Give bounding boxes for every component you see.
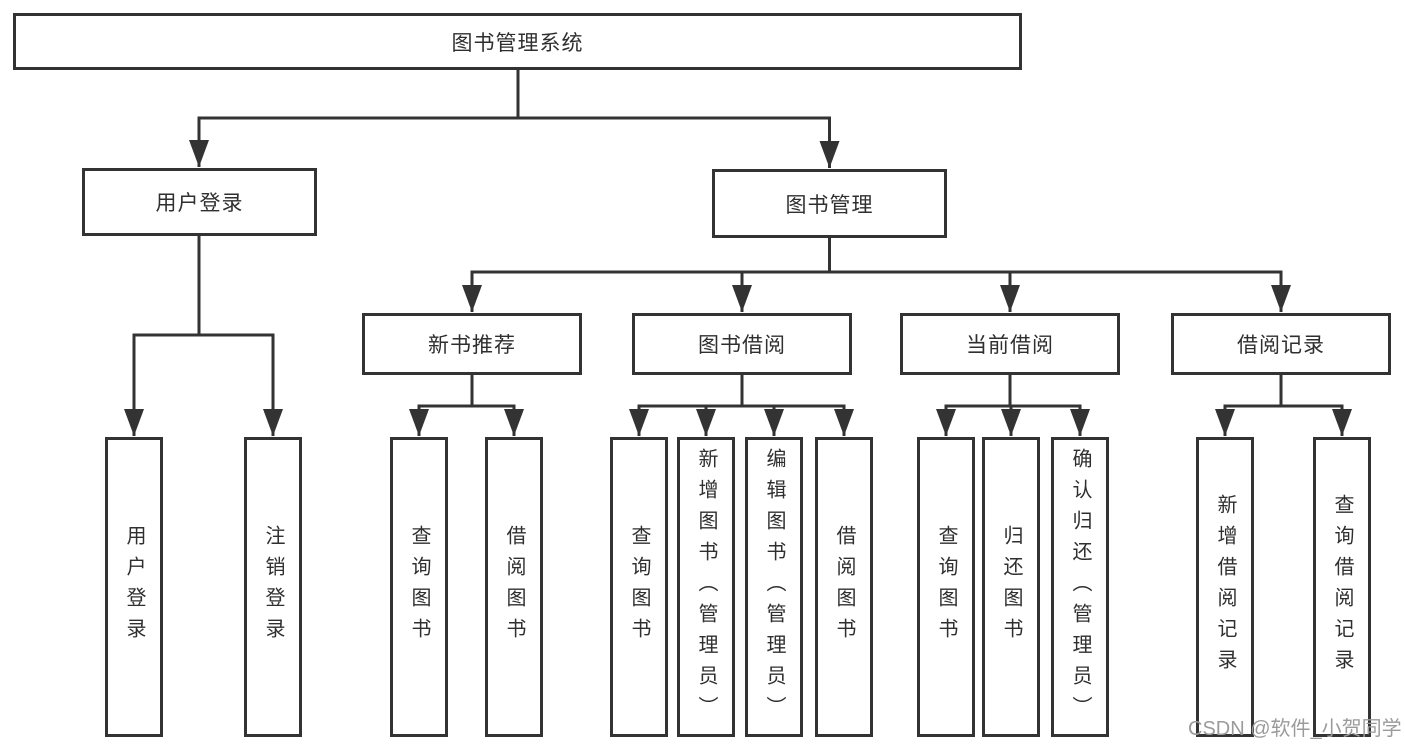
- leaf-user-login: 用户登录: [105, 437, 163, 737]
- node-borrow-records: 借阅记录: [1171, 313, 1391, 375]
- node-current-borrow-label: 当前借阅: [966, 334, 1054, 357]
- connector-root-to-level2: [189, 68, 840, 168]
- leaf-current-confirm-return-admin-label: 确认归还（管理员）: [1069, 447, 1091, 727]
- leaf-borrow-edit-books-admin: 编辑图书（管理员）: [745, 437, 803, 737]
- node-new-book-recommend-label: 新书推荐: [428, 334, 516, 357]
- leaf-recommend-query-books-label: 查询图书: [408, 525, 430, 649]
- leaf-current-query-books: 查询图书: [917, 437, 975, 737]
- connector-current-borrow-children: [936, 374, 1090, 436]
- connector-book-management-children: [462, 238, 1291, 312]
- leaf-borrow-add-books-admin: 新增图书（管理员）: [677, 437, 735, 737]
- node-book-borrow: 图书借阅: [632, 313, 852, 375]
- node-user-login: 用户登录: [82, 168, 317, 236]
- leaf-records-add-record-label: 新增借阅记录: [1214, 494, 1236, 680]
- node-borrow-records-label: 借阅记录: [1237, 334, 1325, 357]
- leaf-recommend-query-books: 查询图书: [390, 437, 448, 737]
- leaf-user-login-label: 用户登录: [123, 525, 145, 649]
- connector-new-book-recommend-children: [409, 374, 524, 436]
- leaf-borrow-borrow-books: 借阅图书: [815, 437, 873, 737]
- node-book-management: 图书管理: [712, 169, 947, 238]
- leaf-current-query-books-label: 查询图书: [935, 525, 957, 649]
- node-new-book-recommend: 新书推荐: [362, 313, 582, 375]
- leaf-logout-label: 注销登录: [262, 525, 284, 649]
- leaf-borrow-add-books-admin-label: 新增图书（管理员）: [695, 447, 717, 727]
- leaf-records-add-record: 新增借阅记录: [1196, 437, 1254, 737]
- leaf-current-confirm-return-admin: 确认归还（管理员）: [1051, 437, 1109, 737]
- leaf-borrow-query-books-label: 查询图书: [628, 525, 650, 649]
- connector-borrow-records-children: [1215, 374, 1352, 436]
- node-root-library-system: 图书管理系统: [13, 13, 1022, 70]
- leaf-records-query-record-label: 查询借阅记录: [1331, 494, 1353, 680]
- node-book-borrow-label: 图书借阅: [698, 334, 786, 357]
- leaf-borrow-borrow-books-label: 借阅图书: [833, 525, 855, 649]
- node-book-management-label: 图书管理: [785, 193, 874, 217]
- leaf-logout: 注销登录: [244, 437, 302, 737]
- connector-user-login-children: [124, 236, 283, 436]
- leaf-records-query-record: 查询借阅记录: [1313, 437, 1371, 737]
- leaf-borrow-edit-books-admin-label: 编辑图书（管理员）: [763, 447, 785, 727]
- leaf-recommend-borrow-books: 借阅图书: [485, 437, 543, 737]
- csdn-watermark: CSDN @软件_小贺同学: [1188, 718, 1402, 740]
- leaf-current-return-books: 归还图书: [982, 437, 1040, 737]
- connector-book-borrow-children: [629, 374, 854, 436]
- node-current-borrow: 当前借阅: [900, 313, 1120, 375]
- leaf-borrow-query-books: 查询图书: [610, 437, 668, 737]
- leaf-current-return-books-label: 归还图书: [1000, 525, 1022, 649]
- node-root-label: 图书管理系统: [451, 31, 584, 55]
- leaf-recommend-borrow-books-label: 借阅图书: [503, 525, 525, 649]
- node-user-login-label: 用户登录: [155, 192, 244, 215]
